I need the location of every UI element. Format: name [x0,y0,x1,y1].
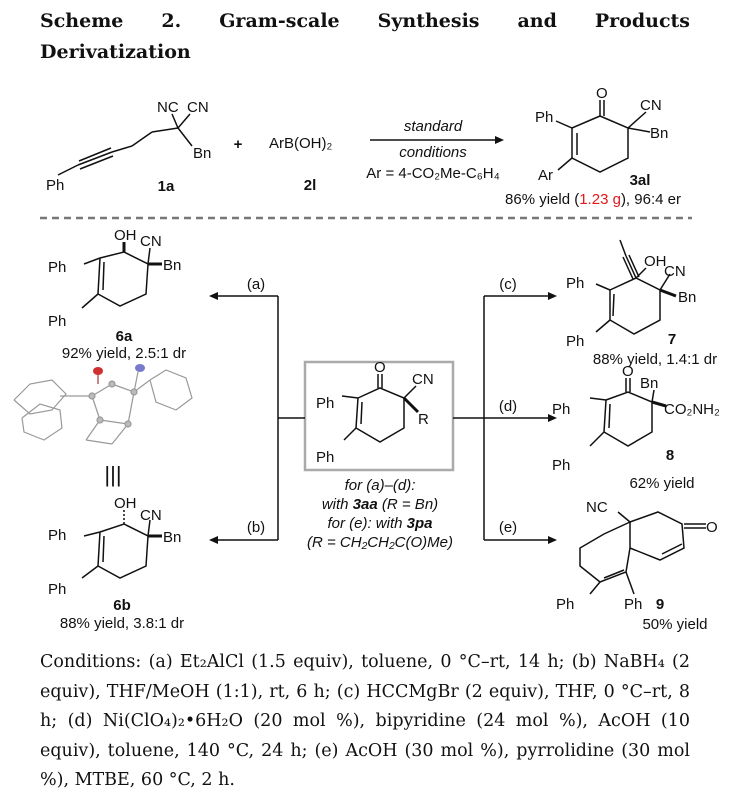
compound-id-7: 7 [668,331,676,348]
compound-id-9: 9 [656,596,664,613]
product-7: OH CN Bn Ph Ph 7 88% yield, 1.4:1 dr [566,239,717,368]
atom-ph: Ph [566,275,584,292]
atom-bn: Bn [650,125,668,142]
product-8: O Bn CO₂NH₂ Ph Ph 8 62% yield [552,363,720,492]
atom-ph: Ph [552,401,570,418]
arrow-label-conditions: conditions [399,144,467,161]
atom-bn: Bn [163,257,181,274]
atom-ph: Ph [48,259,66,276]
atom-ph: Ph [556,596,574,613]
atom-ph: Ph [552,457,570,474]
result-6b: 88% yield, 3.8:1 dr [60,615,184,632]
step-label-d: (d) [499,398,517,415]
atom-o: O [374,359,386,376]
atom-o: O [706,519,718,536]
result-8: 62% yield [629,475,694,492]
top-reaction-arrow: standard conditions Ar = 4-CO₂Me-C₆H₄ [366,118,504,182]
atom-bn: Bn [640,375,658,392]
atom-ph: Ph [566,333,584,350]
product-3al: O CN Bn Ph Ar 3al 86% yield (1.23 g), 96… [505,85,681,208]
result-7: 88% yield, 1.4:1 dr [593,351,717,368]
center-conditions-text: for (a)–(d): with 3aa (R = Bn) for (e): … [307,477,453,551]
atom-cn: CN [412,371,434,388]
atom-bn: Bn [678,289,696,306]
atom-oh: OH [644,253,667,270]
reactant-1a: Ph NC CN Bn 1a [46,99,211,195]
atom-nc: NC [586,499,608,516]
result-6a: 92% yield, 2.5:1 dr [62,345,186,362]
cond-ad-label: for (a)–(d): [345,477,416,494]
atom-oh: OH [114,495,137,512]
left-arrows: (a) (b) [209,276,305,544]
atom-ph: Ph [316,395,334,412]
atom-ph: Ph [624,596,642,613]
right-arrows: (c) (d) (e) [453,276,557,544]
step-label-a: (a) [247,276,265,293]
amide-group: CO₂NH₂ [664,401,720,418]
atom-ph: Ph [48,527,66,544]
product-6a: OH CN Bn Ph Ph 6a 92% yield, 2.5:1 dr [48,227,186,362]
boronic-acid-formula: ArB(OH)₂ [269,135,332,152]
r-definition: (R = CH₂CH₂C(O)Me) [307,534,453,551]
equivalence-bars: ||| [104,462,121,487]
product-9: NC O Ph Ph 9 50% yield [556,499,718,633]
atom-bn: Bn [193,145,211,162]
atom-nc: NC [157,99,179,116]
atom-ph: Ph [316,449,334,466]
starting-material-box: O CN R Ph Ph [303,359,455,472]
cond-e-label: for (e): with 3pa [327,515,432,532]
atom-cn: CN [664,263,686,280]
compound-id-6b: 6b [113,597,131,614]
plus-sign: + [234,136,243,153]
compound-id-1a: 1a [158,178,175,195]
atom-o: O [596,85,608,102]
atom-oh: OH [114,227,137,244]
arrow-label-standard: standard [404,118,463,135]
atom-r: R [418,411,429,428]
compound-id-8: 8 [666,447,674,464]
atom-ph: Ph [46,177,64,194]
compound-id-2l: 2l [304,177,317,194]
product-6b: OH CN Bn Ph Ph 6b 88% yield, 3.8:1 dr [48,495,184,632]
cond-3aa-label: with 3aa (R = Bn) [322,496,438,513]
atom-o: O [622,363,634,380]
step-label-b: (b) [247,519,265,536]
atom-cn: CN [140,233,162,250]
compound-id-6a: 6a [116,328,133,345]
scheme-title: Scheme 2. Gram-scale Synthesis and Produ… [40,10,690,63]
compound-id-3al: 3al [630,172,651,189]
atom-ph: Ph [48,581,66,598]
ar-definition: Ar = 4-CO₂Me-C₆H₄ [366,165,499,182]
atom-cn: CN [640,97,662,114]
crystal-structure-image [13,364,193,445]
result-9: 50% yield [642,616,707,633]
reactant-2l: ArB(OH)₂ 2l [269,135,332,194]
atom-ph: Ph [535,109,553,126]
yield-3al: 86% yield (1.23 g), 96:4 er [505,191,681,208]
atom-cn: CN [187,99,209,116]
step-label-e: (e) [499,519,517,536]
atom-ph: Ph [48,313,66,330]
conditions-caption: Conditions: (a) Et₂AlCl (1.5 equiv), tol… [40,652,690,790]
atom-ar: Ar [538,167,553,184]
atom-cn: CN [140,507,162,524]
step-label-c: (c) [499,276,517,293]
atom-bn: Bn [163,529,181,546]
